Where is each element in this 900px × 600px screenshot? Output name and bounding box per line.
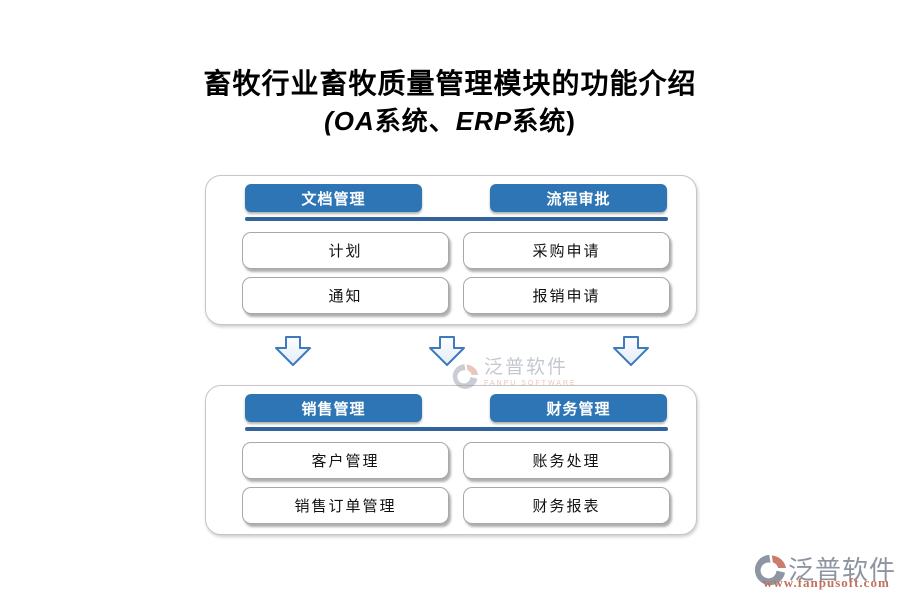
- title-line-1: 畜牧行业畜牧质量管理模块的功能介绍: [203, 68, 697, 99]
- watermark-sub-text: FANPU SOFTWARE: [484, 379, 577, 387]
- watermark-url-text: www.fanpusoft.com: [763, 575, 890, 590]
- item-sales-order-management: 销售订单管理: [242, 487, 449, 524]
- watermark-brand-text: 泛普软件: [788, 555, 897, 585]
- page-title: 畜牧行业畜牧质量管理模块的功能介绍 (OA系统、ERP系统): [0, 66, 900, 138]
- item-customer-management: 客户管理: [242, 442, 449, 479]
- header-finance-management: 财务管理: [490, 394, 667, 422]
- title-line2-part1: (OA: [324, 106, 375, 136]
- item-notice: 通知: [242, 277, 449, 314]
- header-separator-line: [245, 427, 668, 431]
- header-separator-line: [245, 217, 668, 221]
- item-account-processing: 账务处理: [463, 442, 670, 479]
- item-purchase-request: 采购申请: [463, 232, 670, 269]
- top-module-panel: 文档管理 流程审批 计划 采购申请 通知 报销申请: [205, 175, 697, 325]
- title-line2-part4: 系统): [512, 106, 576, 136]
- item-financial-report: 财务报表: [463, 487, 670, 524]
- down-arrow-icon: [613, 336, 649, 366]
- fanpu-logo-icon: [754, 554, 787, 586]
- bottom-module-panel: 销售管理 财务管理 客户管理 账务处理 销售订单管理 财务报表: [205, 385, 697, 535]
- watermark-brand-text: 泛普软件: [484, 357, 569, 378]
- fanpu-logo-icon: [452, 364, 479, 389]
- down-arrow-icon: [429, 336, 465, 366]
- title-line-2: (OA系统、ERP系统): [0, 105, 900, 138]
- down-arrow-icon: [275, 336, 311, 366]
- header-sales-management: 销售管理: [245, 394, 422, 422]
- item-reimbursement-request: 报销申请: [463, 277, 670, 314]
- watermark-corner: 泛普软件 www.fanpusoft.com: [752, 548, 900, 594]
- header-document-management: 文档管理: [245, 184, 422, 212]
- watermark-center: 泛普软件 FANPU SOFTWARE: [452, 357, 577, 393]
- title-line2-part2: 系统、: [374, 106, 456, 136]
- title-line2-part3: ERP: [455, 106, 513, 136]
- header-process-approval: 流程审批: [490, 184, 667, 212]
- item-plan: 计划: [242, 232, 449, 269]
